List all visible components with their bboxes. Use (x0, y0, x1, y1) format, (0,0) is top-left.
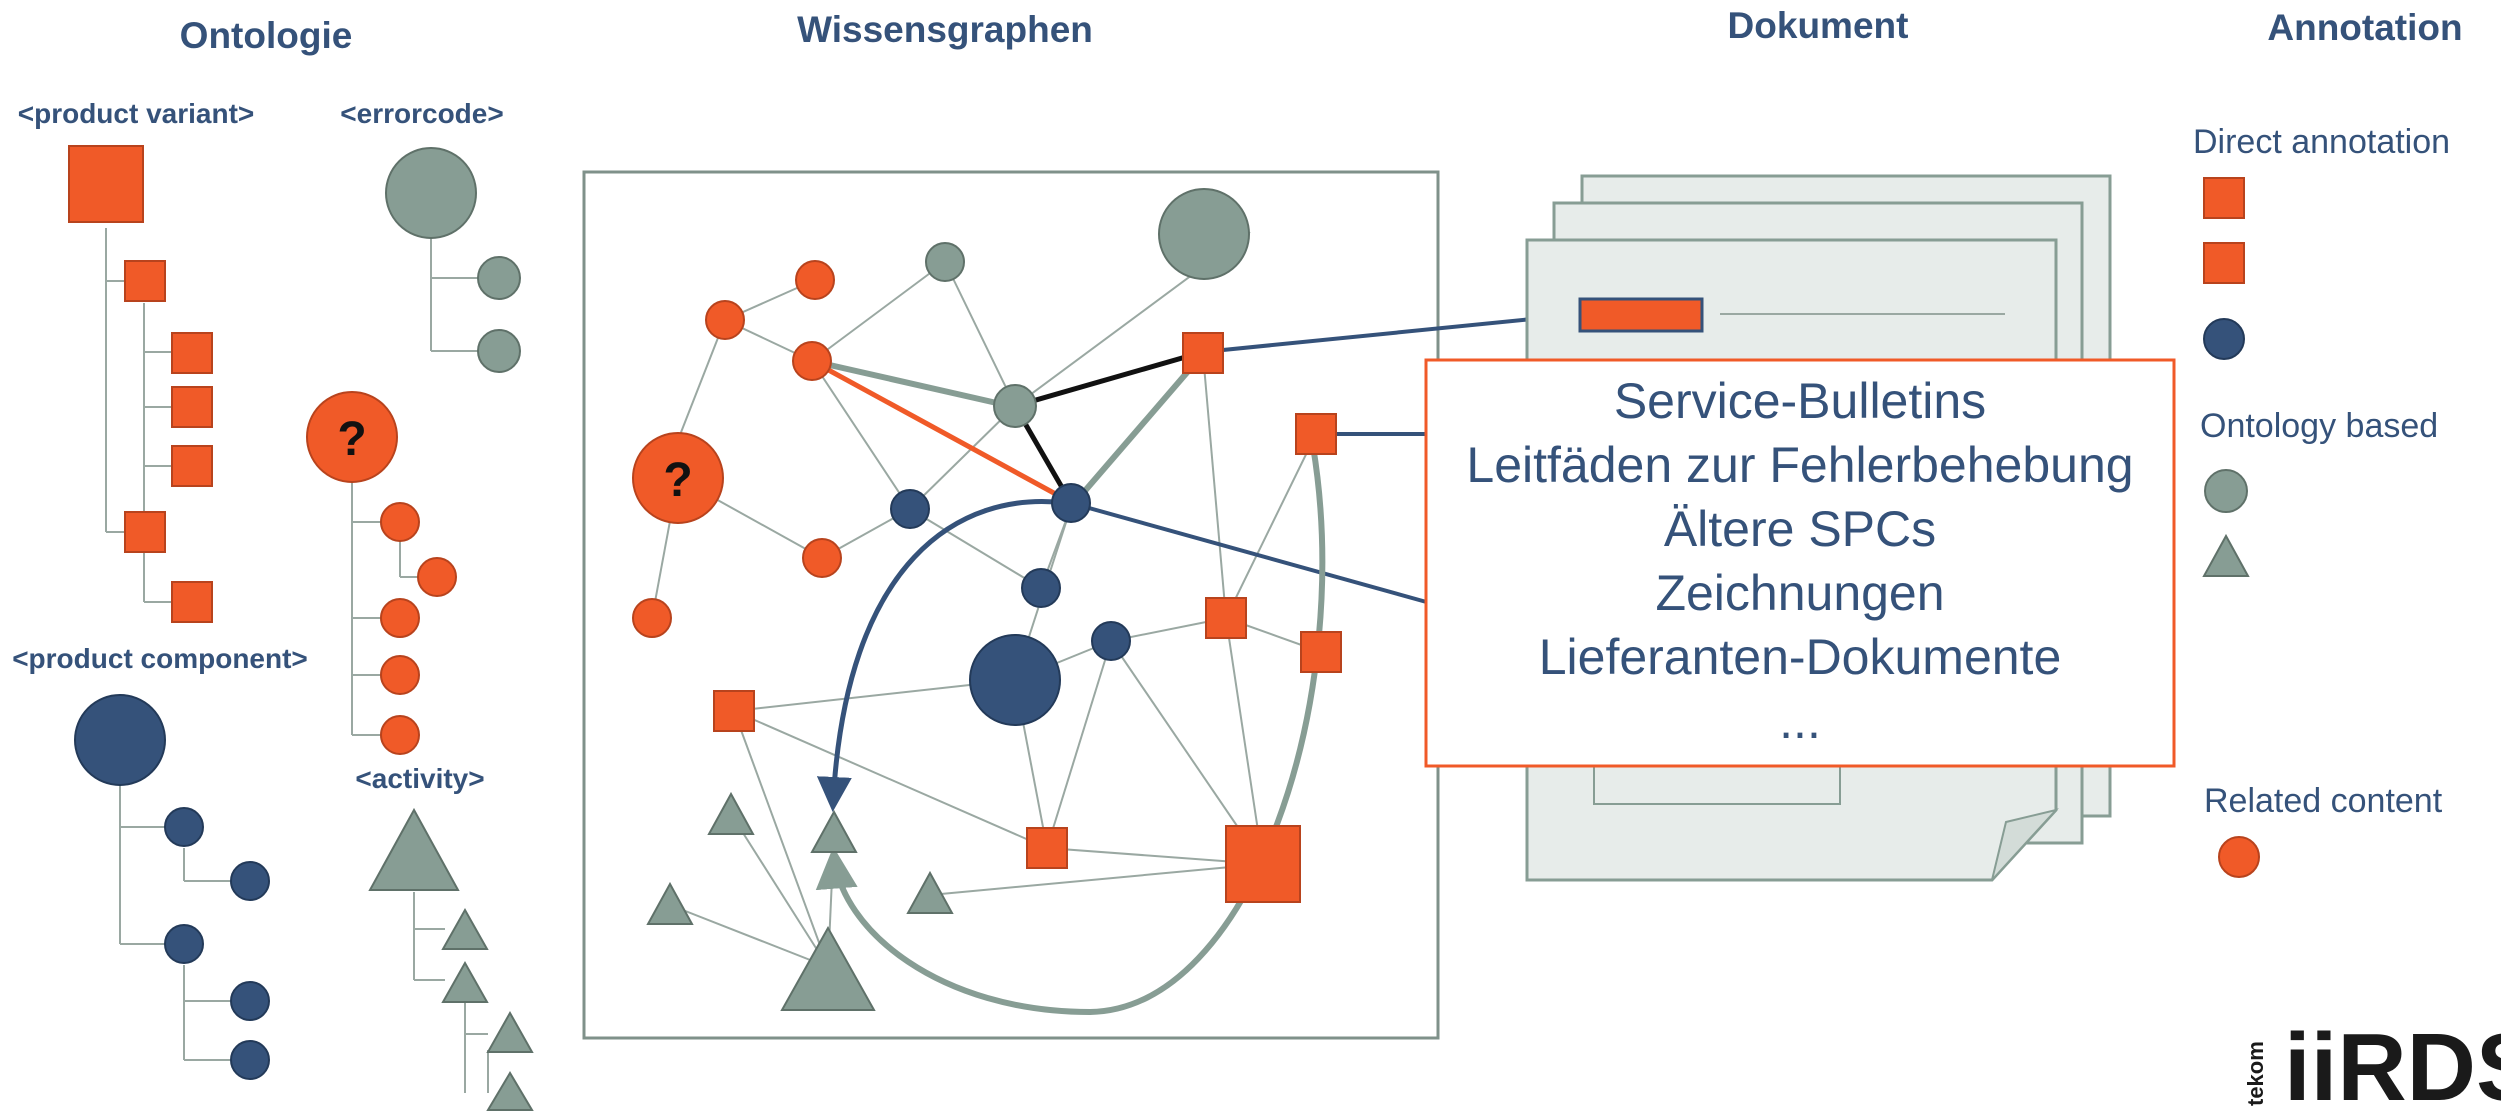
graph-node-grey-triangle (707, 791, 755, 835)
doc-type-drawings: Zeichnungen (1655, 565, 1944, 621)
activity-node (441, 960, 489, 1003)
legend-direct-label: Direct annotation (2193, 123, 2450, 161)
errorcode-root-node (385, 147, 477, 239)
doc-type-troubleshooting-guides: Leitfäden zur Fehlerbehebung (1466, 437, 2133, 493)
graph-node-grey-large (1158, 188, 1250, 280)
document-link-line (1070, 501, 1431, 605)
unknown-node (380, 655, 420, 695)
activity-label: <activity> (355, 763, 484, 794)
errorcode-label: <errorcode> (340, 98, 503, 129)
document-header: Dokument (1728, 5, 1909, 46)
graph-header: Wissensgraphen (797, 9, 1093, 50)
legend-direct-square (2203, 177, 2245, 219)
doc-type-older-spcs: Ältere SPCs (1664, 501, 1936, 557)
unknown-node (417, 557, 457, 597)
graph-node-grey-triangle (646, 881, 694, 925)
product-variant-node (124, 260, 166, 302)
product-variant-root-node (68, 145, 144, 223)
logo-vendor: tekom (2243, 1041, 2268, 1106)
legend-ontology-label: Ontology based (2200, 407, 2438, 445)
unknown-node (380, 715, 420, 755)
document-highlight-bar (1578, 297, 1704, 333)
product-component-node (164, 924, 204, 964)
graph-node-orange-square (1026, 827, 1068, 869)
errorcode-node (477, 329, 521, 373)
annotation-header: Annotation (2267, 7, 2462, 48)
legend-related-label: Related content (2204, 782, 2443, 820)
graph-node-orange (792, 341, 832, 381)
graph-node-orange-square (1300, 631, 1342, 673)
ontology-header: Ontologie (180, 15, 353, 56)
unknown-node (380, 502, 420, 542)
graph-edge-highlight (1068, 352, 1206, 509)
graph-node-navy (1091, 621, 1131, 661)
graph-node-orange (632, 598, 672, 638)
graph-edge-highlight (811, 358, 1011, 409)
activity-node (486, 1071, 534, 1111)
product-variant-node (171, 581, 213, 623)
graph-node-grey-triangle (906, 870, 954, 914)
unknown-mark: ? (337, 413, 366, 466)
product-component-node (230, 1040, 270, 1080)
graph-node-grey-triangle (810, 809, 858, 853)
graph-node-orange-square-large (1225, 825, 1301, 903)
legend-related-circle (2218, 836, 2260, 878)
product-variant-node (171, 332, 213, 374)
product-variant-node (124, 511, 166, 553)
graph-node-navy (890, 489, 930, 529)
legend-ontology-triangle (2202, 533, 2250, 577)
graph-unknown-mark: ? (663, 454, 692, 507)
iirds-logo: tekom iiRDS (2243, 1014, 2501, 1113)
product-component-root-node (74, 694, 166, 786)
errorcode-node (477, 256, 521, 300)
graph-node-grey (925, 242, 965, 282)
graph-node-orange-square (713, 690, 755, 732)
graph-frame (582, 170, 1440, 1040)
graph-node-orange-square (1295, 413, 1337, 455)
logo-brand: iiRDS (2284, 1014, 2501, 1113)
graph-node-navy (1051, 483, 1091, 523)
doc-type-supplier-documents: Lieferanten-Dokumente (1539, 629, 2062, 685)
graph-edge-highlight (810, 358, 1065, 501)
unknown-node (380, 598, 420, 638)
graph-node-orange (705, 300, 745, 340)
relation-arrow-navy (816, 499, 1067, 812)
product-component-label: <product component> (12, 643, 308, 674)
product-variant-node (171, 445, 213, 487)
graph-node-unknown (632, 432, 724, 524)
unknown-root-node (306, 391, 398, 483)
graph-edge-highlight (1014, 349, 1204, 409)
legend-direct-circle (2203, 318, 2245, 360)
product-variant-node (171, 386, 213, 428)
graph-node-grey-triangle-large (780, 925, 876, 1011)
doc-type-more: ... (1779, 693, 1821, 749)
product-component-node (230, 981, 270, 1021)
activity-node (441, 907, 489, 950)
graph-node-navy-large (969, 634, 1061, 726)
doc-type-service-bulletins: Service-Bulletins (1614, 373, 1986, 429)
graph-node-orange-square (1205, 597, 1247, 639)
product-variant-label: <product variant> (18, 98, 255, 129)
graph-node-orange (795, 260, 835, 300)
legend-direct-square (2203, 242, 2245, 284)
graph-node-navy (1021, 568, 1061, 608)
graph-node-orange (802, 538, 842, 578)
legend-ontology-circle (2204, 469, 2248, 513)
relation-arrow-grey (815, 445, 1326, 1016)
document-types-box (1424, 358, 2176, 768)
product-component-node (230, 861, 270, 901)
graph-node-grey (993, 384, 1037, 428)
activity-root-node (368, 807, 460, 891)
graph-node-orange-square (1182, 332, 1224, 374)
ontology-trees (105, 228, 489, 1093)
document-link-line (1202, 312, 1583, 354)
product-component-node (164, 807, 204, 847)
activity-node (486, 1010, 534, 1053)
